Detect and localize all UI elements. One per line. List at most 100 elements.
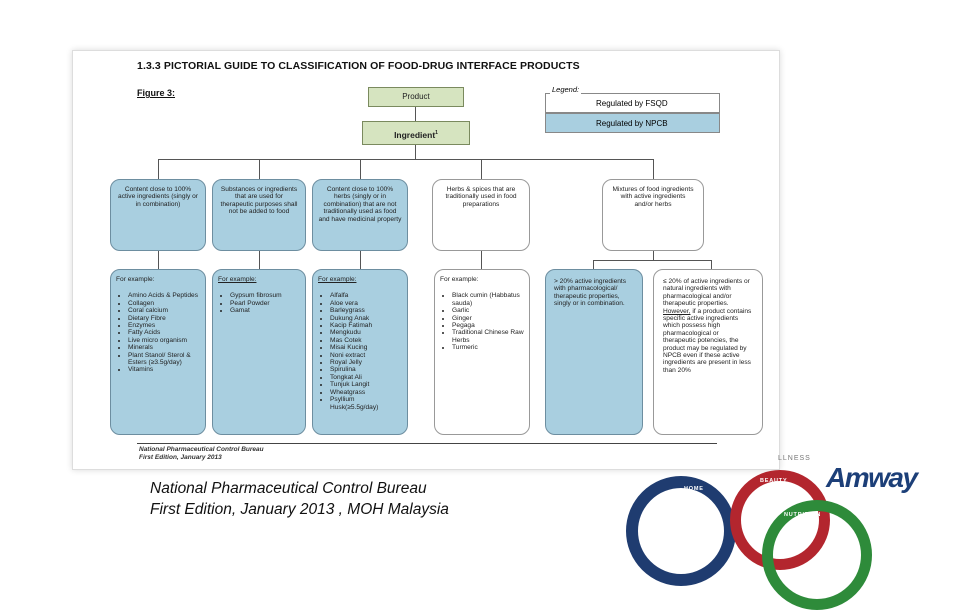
connector-line — [158, 251, 159, 269]
list-item: Misai Kucing — [330, 344, 402, 351]
list-item: Pegaga — [452, 322, 524, 329]
list-item: Gamat — [230, 307, 300, 314]
examples-text: ≤ 20% of active ingredients or natural i… — [663, 278, 750, 308]
list-item: Minerals — [128, 344, 200, 351]
connector-line — [158, 159, 159, 179]
list-item: Royal Jelly — [330, 359, 402, 366]
list-item: Mas Cotek — [330, 337, 402, 344]
product-label: Product — [402, 92, 430, 101]
connector-line — [711, 260, 712, 269]
wellness-label: LLNESS — [778, 455, 811, 462]
list-item: Noni extract — [330, 352, 402, 359]
document-footer: National Pharmaceutical Control Bureau F… — [139, 446, 264, 462]
examples-culinary-herbs: For example: Black cumin (Habbatus sauda… — [434, 269, 530, 435]
connector-line — [593, 260, 711, 261]
document-page: 1.3.3 PICTORIAL GUIDE TO CLASSIFICATION … — [72, 50, 780, 470]
connector-line — [481, 251, 482, 269]
legend-title: Legend: — [550, 85, 582, 94]
list-item: Kacip Fatimah — [330, 322, 402, 329]
list-item: Garlic — [452, 307, 524, 314]
examples-heading: For example: — [318, 276, 357, 283]
examples-medicinal-herbs: For example: Alfalfa Aloe vera Barleygra… — [312, 269, 408, 435]
ingredient-label: Ingredient — [394, 129, 436, 140]
beauty-label: BEAUTY — [760, 478, 788, 484]
connector-line — [415, 107, 416, 121]
list-item: Traditional Chinese Raw Herbs — [452, 329, 524, 344]
list-item: Black cumin (Habbatus sauda) — [452, 292, 524, 307]
connector-line — [360, 251, 361, 269]
home-label: HOME — [684, 486, 704, 492]
category-text: Content close to 100% herbs (singly or i… — [318, 186, 402, 223]
list-item: Turmeric — [452, 344, 524, 351]
list-item: Psyllium Husk(≥5.5g/day) — [330, 396, 402, 411]
legend-npcb: Regulated by NPCB — [545, 113, 720, 133]
list-item: Tongkat Ali — [330, 374, 402, 381]
list-item: Amino Acids & Peptides — [128, 292, 200, 299]
home-ring-icon — [626, 476, 736, 586]
category-text: Mixtures of food ingredients with active… — [612, 186, 694, 208]
connector-line — [360, 159, 361, 179]
list-item: Pearl Powder — [230, 300, 300, 307]
examples-low-active-mixture: ≤ 20% of active ingredients or natural i… — [653, 269, 763, 435]
slide-caption: National Pharmaceutical Control Bureau F… — [150, 478, 600, 528]
nutrition-label: NUTRITION — [784, 512, 822, 518]
connector-line — [158, 159, 653, 160]
list-item: Fatty Acids — [128, 329, 200, 336]
connector-line — [593, 260, 594, 269]
list-item: Dukung Anak — [330, 315, 402, 322]
category-medicinal-herbs: Content close to 100% herbs (singly or i… — [312, 179, 408, 251]
footer-divider — [137, 443, 717, 444]
examples-heading: For example: — [116, 276, 155, 283]
connector-line — [653, 159, 654, 179]
caption-line-2: First Edition, January 2013 , MOH Malays… — [150, 501, 449, 518]
legend-npcb-label: Regulated by NPCB — [596, 119, 668, 128]
list-item: Mengkudu — [330, 329, 402, 336]
list-item: Collagen — [128, 300, 200, 307]
category-text: Substances or ingredients that are used … — [220, 186, 298, 216]
caption-line-1: National Pharmaceutical Control Bureau — [150, 480, 427, 497]
list-item: Alfalfa — [330, 292, 402, 299]
figure-label: Figure 3: — [137, 88, 176, 98]
connector-line — [259, 159, 260, 179]
examples-therapeutic-substances: For example: Gypsum fibrosum Pearl Powde… — [212, 269, 306, 435]
ingredient-box: Ingredient1 — [362, 121, 470, 145]
connector-line — [259, 251, 260, 269]
list-item: Aloe vera — [330, 300, 402, 307]
list-item: Coral calcium — [128, 307, 200, 314]
examples-text: if a product contains specific active in… — [663, 307, 752, 374]
list-item: Plant Stanol/ Sterol & Esters (≥3.5g/day… — [128, 352, 200, 367]
connector-line — [481, 159, 482, 179]
category-mixtures: Mixtures of food ingredients with active… — [602, 179, 704, 251]
examples-high-active-mixture: > 20% active ingredients with pharmacolo… — [545, 269, 643, 435]
category-active-ingredients: Content close to 100% active ingredients… — [110, 179, 206, 251]
footer-line-1: National Pharmaceutical Control Bureau — [139, 446, 264, 453]
list-item: Enzymes — [128, 322, 200, 329]
examples-text: > 20% active ingredients with pharmacolo… — [554, 278, 627, 308]
legend-fsqd: Regulated by FSQD — [545, 93, 720, 113]
amway-logo: Amway — [826, 462, 918, 493]
list-item: Ginger — [452, 315, 524, 322]
examples-heading: For example: — [440, 276, 479, 283]
list-item: Dietary Fibre — [128, 315, 200, 322]
list-item: Spirulina — [330, 366, 402, 373]
list-item: Wheatgrass — [330, 389, 402, 396]
category-text: Content close to 100% active ingredients… — [118, 186, 198, 208]
list-item: Vitamins — [128, 366, 200, 373]
category-culinary-herbs: Herbs & spices that are traditionally us… — [432, 179, 530, 251]
ingredient-footnote: 1 — [435, 130, 438, 136]
connector-line — [653, 251, 654, 260]
examples-active-ingredients: For example: Amino Acids & Peptides Coll… — [110, 269, 206, 435]
list-item: Barleygrass — [330, 307, 402, 314]
list-item: Gypsum fibrosum — [230, 292, 300, 299]
product-box: Product — [368, 87, 464, 107]
connector-line — [415, 145, 416, 159]
list-item: Tunjuk Langit — [330, 381, 402, 388]
list-item: Live micro organism — [128, 337, 200, 344]
examples-heading: For example: — [218, 276, 257, 283]
document-title: 1.3.3 PICTORIAL GUIDE TO CLASSIFICATION … — [137, 60, 580, 72]
examples-however: However, — [663, 307, 691, 315]
category-text: Herbs & spices that are traditionally us… — [445, 186, 517, 208]
legend-fsqd-label: Regulated by FSQD — [596, 99, 668, 108]
footer-line-2: First Edition, January 2013 — [139, 454, 222, 461]
category-therapeutic-substances: Substances or ingredients that are used … — [212, 179, 306, 251]
